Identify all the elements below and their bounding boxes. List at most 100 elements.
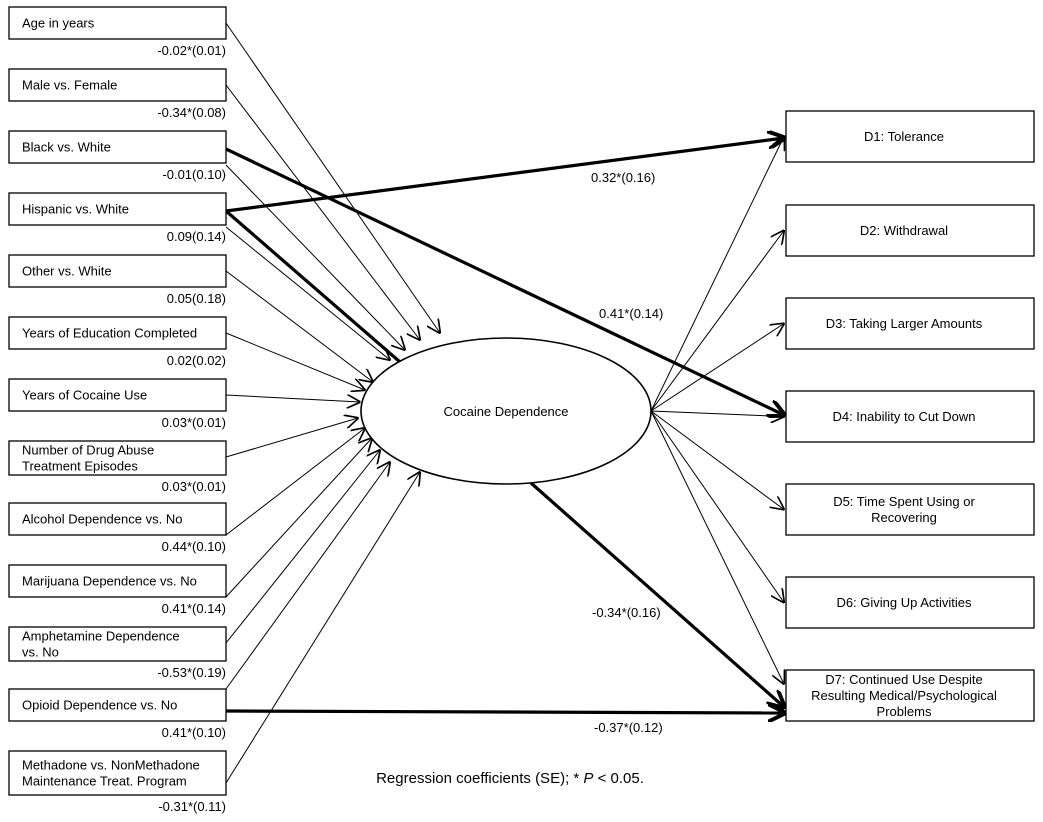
criterion-box [785, 669, 1035, 722]
direct-effect-coefficient: -0.34*(0.16) [592, 605, 661, 620]
predictor-marijuana-dependence-vs-no: Marijuana Dependence vs. No [8, 564, 227, 598]
predictor-hispanic-vs-white: Hispanic vs. White [8, 192, 227, 226]
criterion-box [785, 110, 1035, 163]
criterion-d6-giving-up-activities: D6: Giving Up Activities [785, 576, 1035, 629]
criterion-box [785, 576, 1035, 629]
path-predictor-to-latent [225, 84, 420, 340]
path-predictor-to-latent [225, 428, 365, 536]
predictor-box [8, 6, 227, 40]
direct-effect-coefficient: 0.32*(0.16) [591, 170, 655, 185]
predictor-label: Methadone vs. NonMethadone [22, 758, 200, 773]
path-latent-to-criterion [650, 231, 784, 412]
predictor-box [8, 192, 227, 226]
predictor-coefficient: 0.41*(0.14) [162, 601, 226, 616]
predictor-box [8, 68, 227, 102]
path-predictor-to-latent [225, 472, 420, 784]
predictor-label: Opioid Dependence vs. No [22, 698, 177, 713]
path-latent-to-criterion [650, 324, 784, 412]
path-predictor-to-latent [225, 270, 373, 382]
criterion-label: Resulting Medical/Psychological [811, 688, 997, 703]
predictor-other-vs-white: Other vs. White [8, 254, 227, 288]
criterion-d3-taking-larger-amounts: D3: Taking Larger Amounts [785, 297, 1035, 350]
predictor-box [8, 502, 227, 536]
predictor-box [8, 254, 227, 288]
predictor-opioid-dependence-vs-no: Opioid Dependence vs. No [8, 688, 227, 722]
predictor-alcohol-dependence-vs-no: Alcohol Dependence vs. No [8, 502, 227, 536]
criterion-label: Problems [877, 704, 932, 719]
direct-effect-path [225, 138, 784, 213]
path-predictor-to-latent [225, 164, 405, 350]
predictor-box [8, 564, 227, 598]
path-predictor-to-latent [225, 462, 390, 690]
predictor-box [8, 688, 227, 722]
criterion-box [785, 390, 1035, 443]
predictor-coefficient: 0.09(0.14) [167, 229, 226, 244]
criterion-box [785, 204, 1035, 257]
predictor-coefficient: -0.31*(0.11) [158, 799, 226, 814]
criterion-d4-inability-to-cut-down: D4: Inability to Cut Down [785, 390, 1035, 443]
path-latent-to-criterion [650, 137, 784, 412]
predictor-coefficient: -0.01(0.10) [162, 167, 226, 182]
criterion-box [785, 483, 1035, 536]
criterion-box [785, 297, 1035, 350]
predictor-coefficient: -0.53*(0.19) [157, 665, 226, 680]
predictor-label: Years of Education Completed [22, 326, 197, 341]
predictor-box [8, 750, 227, 796]
predictor-label: Black vs. White [22, 140, 111, 155]
predictor-label: Years of Cocaine Use [22, 388, 147, 403]
direct-effect-path [225, 147, 784, 415]
criterion-label: D2: Withdrawal [860, 223, 948, 238]
predictor-label: Age in years [22, 16, 95, 31]
latent-cocaine-dependence: Cocaine Dependence [360, 337, 652, 485]
labels-layer: -0.02*(0.01) -0.34*(0.08) -0.01(0.10) 0.09(… [157, 43, 663, 814]
predictor-box [8, 626, 227, 662]
criterion-label: D6: Giving Up Activities [836, 595, 972, 610]
criterion-label: Recovering [871, 510, 937, 525]
predictor-years-of-cocaine-use: Years of Cocaine Use [8, 378, 227, 412]
criterion-label: D7: Continued Use Despite [825, 672, 983, 687]
footnote: Regression coefficients (SE); * P < 0.05… [330, 770, 690, 787]
predictor-label: Treatment Episodes [22, 459, 138, 474]
predictor-coefficient: 0.03*(0.01) [162, 479, 226, 494]
criterion-d2-withdrawal: D2: Withdrawal [785, 204, 1035, 257]
predictor-label: Marijuana Dependence vs. No [22, 574, 197, 589]
criterion-label: D4: Inability to Cut Down [832, 409, 975, 424]
predictor-coefficient: 0.44*(0.10) [162, 539, 226, 554]
criterion-d1-tolerance: D1: Tolerance [785, 110, 1035, 163]
predictor-coefficient: 0.03*(0.01) [162, 415, 226, 430]
direct-effect-path [225, 711, 784, 713]
path-latent-to-criterion [650, 411, 784, 417]
path-predictor-to-latent [225, 22, 440, 333]
direct-effect-path [529, 481, 784, 707]
predictor-label: Hispanic vs. White [22, 202, 129, 217]
predictor-age-in-years: Age in years [8, 6, 227, 40]
predictor-coefficient: -0.02*(0.01) [157, 43, 226, 58]
predictor-label: Number of Drug Abuse [22, 443, 154, 458]
criterion-label: D3: Taking Larger Amounts [826, 316, 983, 331]
footnote-text: Regression coefficients (SE); * [376, 770, 584, 787]
footnote-rest: < 0.05. [593, 770, 644, 787]
criterion-label: D5: Time Spent Using or [833, 494, 975, 509]
predictor-label: Amphetamine Dependence [22, 629, 180, 644]
path-predictor-to-latent [225, 226, 390, 360]
predictor-label: Other vs. White [22, 264, 112, 279]
predictor-coefficient: -0.34*(0.08) [157, 105, 226, 120]
predictor-box [8, 440, 227, 476]
predictor-box [8, 316, 227, 350]
predictor-label: Alcohol Dependence vs. No [22, 512, 182, 527]
latent-ellipse [360, 337, 652, 485]
predictor-coefficient: 0.02(0.02) [167, 353, 226, 368]
predictor-box [8, 130, 227, 164]
path-predictor-to-latent [225, 332, 365, 390]
predictor-black-vs-white: Black vs. White [8, 130, 227, 164]
path-latent-to-criterion [650, 410, 784, 603]
predictor-box [8, 378, 227, 412]
predictor-years-of-education-completed: Years of Education Completed [8, 316, 227, 350]
edges-layer [224, 22, 784, 784]
path-latent-to-criterion [650, 410, 784, 510]
direct-effect-coefficient: 0.41*(0.14) [599, 306, 663, 321]
